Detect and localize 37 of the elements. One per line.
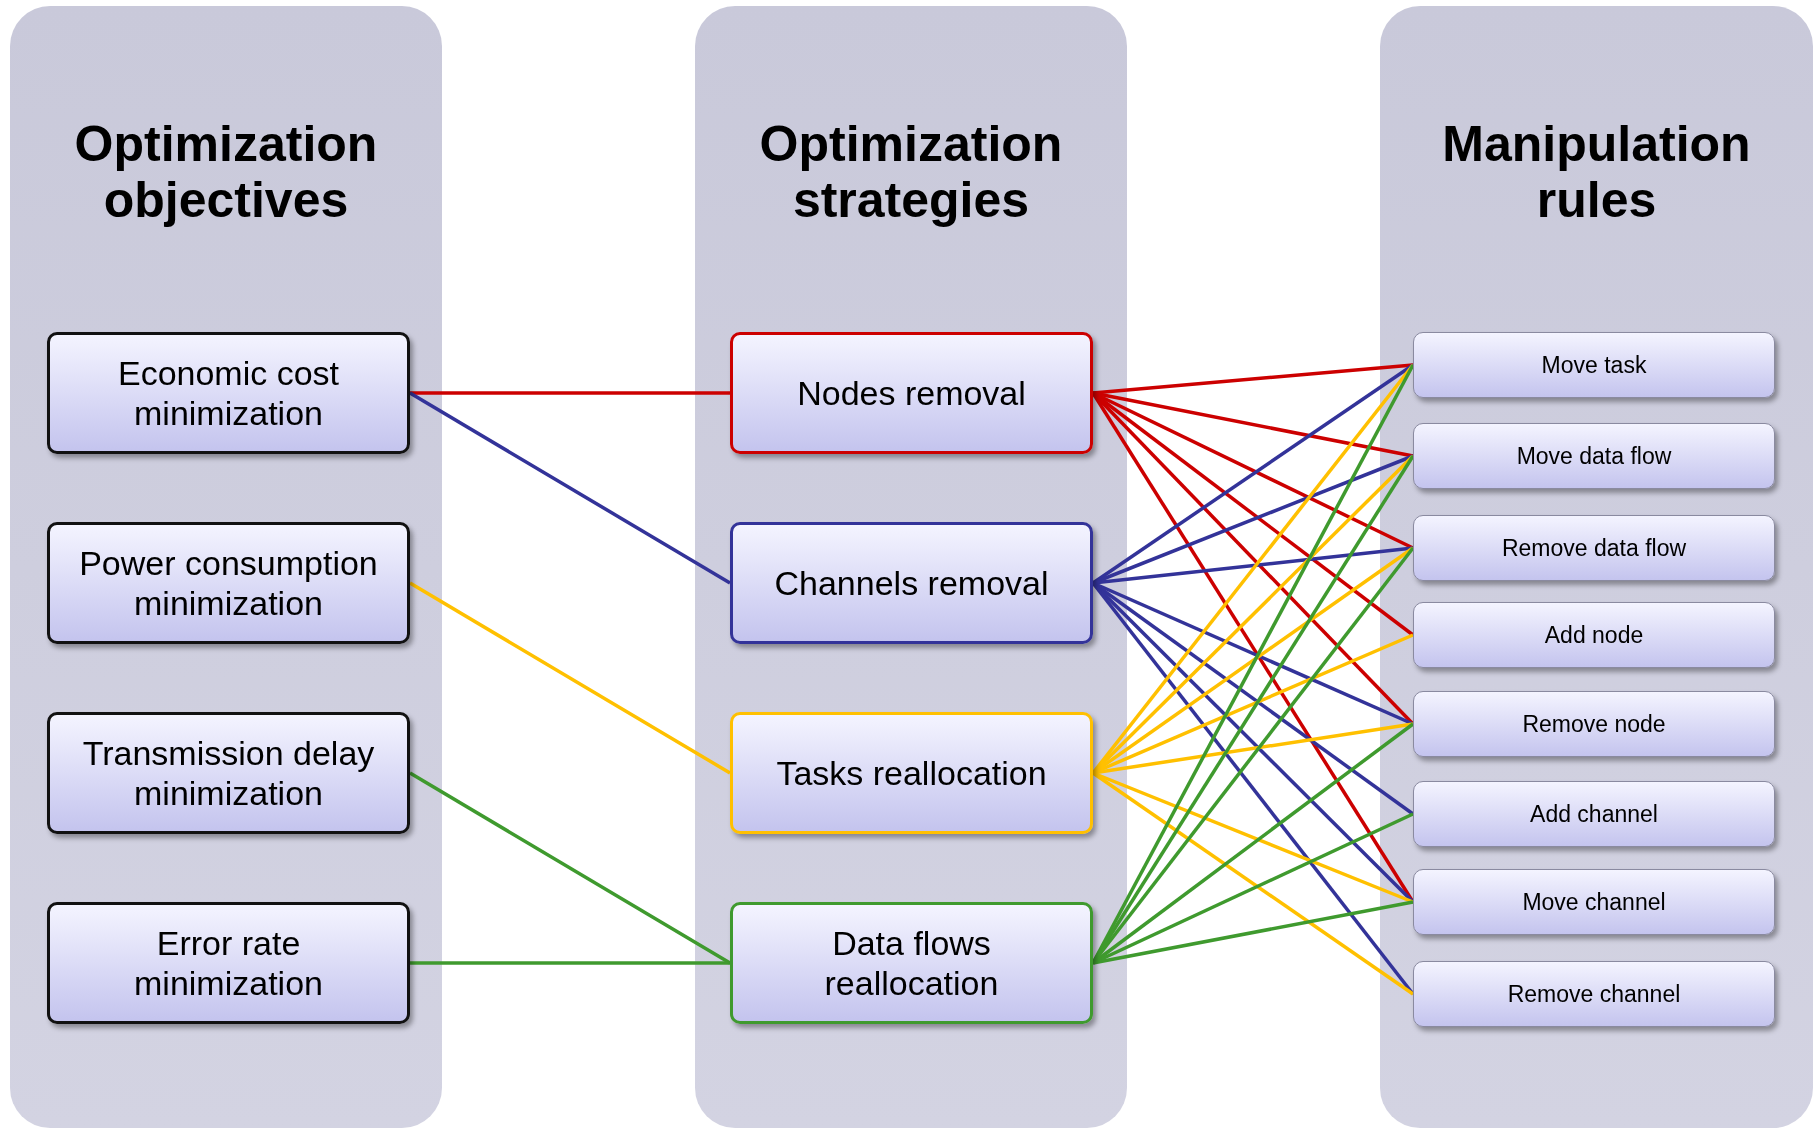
box-label: Remove data flow xyxy=(1500,534,1688,562)
box-label: Add channel xyxy=(1529,800,1659,828)
box-label: Power consumption minimization xyxy=(78,543,379,623)
box-label: Nodes removal xyxy=(796,373,1027,413)
connector-line xyxy=(409,391,731,585)
connector-line xyxy=(409,581,731,775)
process-box xyxy=(47,522,410,644)
box-label: Economic cost minimization xyxy=(116,353,341,433)
connector-line xyxy=(1092,363,1414,395)
box-label: Data flows reallocation xyxy=(823,923,1000,1003)
process-box xyxy=(47,712,410,834)
column-heading: Optimization objectives xyxy=(73,116,379,228)
box-label: Error rate minimization xyxy=(133,923,324,1003)
column-panel xyxy=(1380,6,1813,1128)
box-label: Move channel xyxy=(1521,888,1667,916)
box-label: Tasks reallocation xyxy=(775,753,1048,793)
process-box xyxy=(730,522,1093,644)
column-panel xyxy=(10,6,442,1128)
box-label: Add node xyxy=(1543,621,1645,649)
box-label: Move data flow xyxy=(1515,442,1673,470)
column-panel xyxy=(695,6,1127,1128)
connector-line xyxy=(1092,900,1414,965)
box-label: Channels removal xyxy=(773,563,1050,603)
process-box xyxy=(47,902,410,1024)
box-label: Transmission delay minimization xyxy=(81,733,376,813)
process-box xyxy=(47,332,410,454)
column-heading: Manipulation rules xyxy=(1441,116,1752,228)
box-label: Remove node xyxy=(1521,710,1667,738)
connector-line xyxy=(410,961,730,965)
column-heading: Optimization strategies xyxy=(758,116,1064,228)
process-box xyxy=(730,712,1093,834)
process-box xyxy=(730,332,1093,454)
box-label: Remove channel xyxy=(1506,980,1682,1008)
box-label: Move task xyxy=(1540,351,1648,379)
process-box xyxy=(730,902,1093,1024)
connector-line xyxy=(410,391,730,395)
connector-line xyxy=(1092,391,1414,458)
